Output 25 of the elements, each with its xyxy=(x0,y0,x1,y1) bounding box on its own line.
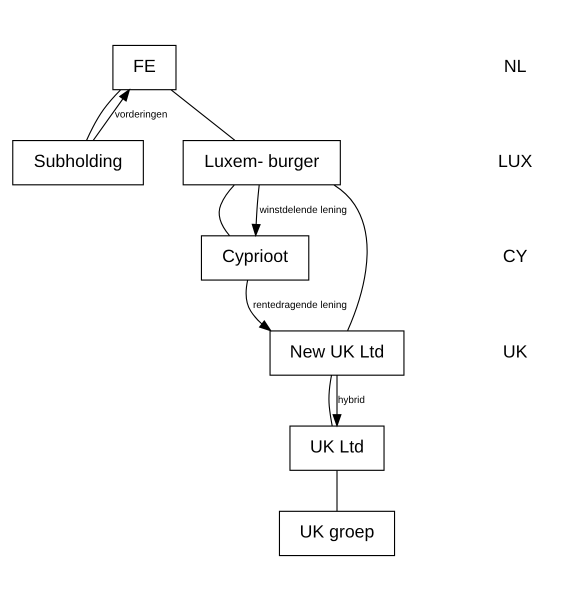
edge-label: winstdelende lening xyxy=(260,204,347,216)
node-box: Subholding xyxy=(12,140,144,185)
edge-label: rentedragende lening xyxy=(252,299,347,310)
connector xyxy=(218,184,235,236)
node-box: New UK Ltd xyxy=(270,330,404,376)
node-box: Luxem- burger xyxy=(182,140,341,185)
connector xyxy=(86,89,121,140)
connector xyxy=(336,470,338,511)
edge-label: vorderingen xyxy=(114,109,168,120)
node-box: Cyprioot xyxy=(200,234,310,280)
arrow xyxy=(92,88,130,140)
connector xyxy=(334,184,368,330)
connector xyxy=(170,88,236,140)
arrow xyxy=(246,280,272,332)
label: UK xyxy=(502,340,528,361)
node-box: FE xyxy=(112,44,177,90)
label: NL xyxy=(504,55,526,76)
connector xyxy=(328,374,333,426)
edge-label: hybrid xyxy=(338,394,365,406)
label: LUX xyxy=(498,150,532,170)
node-box: UK groep xyxy=(278,510,396,556)
node-box: UK Ltd xyxy=(289,425,385,470)
label: CY xyxy=(502,246,528,266)
arrow xyxy=(332,374,342,427)
arrow xyxy=(252,184,261,237)
